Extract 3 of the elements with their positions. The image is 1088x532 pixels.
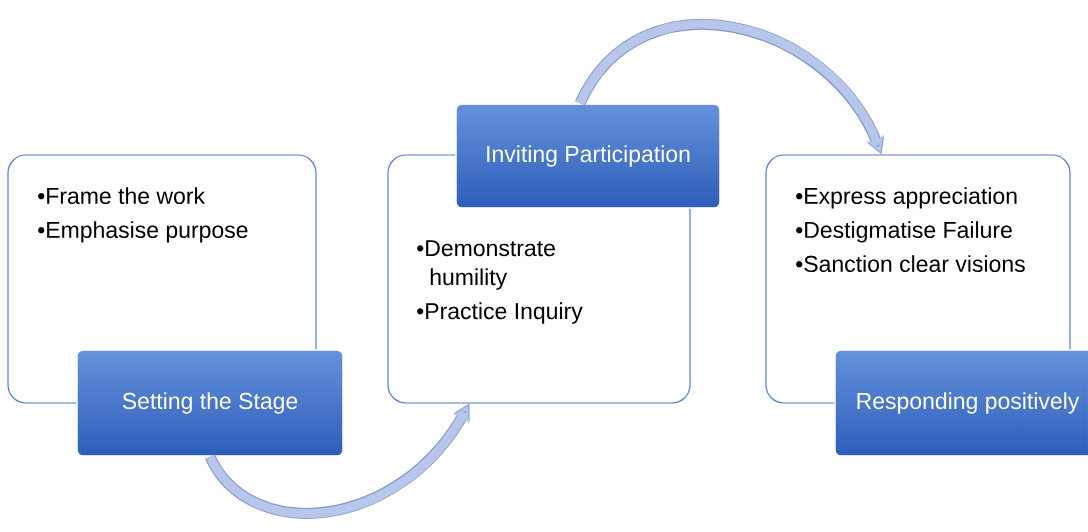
stage-label: Responding positively — [834, 349, 1088, 457]
stage-label: Setting the Stage — [76, 349, 344, 457]
stage-label: Inviting Participation — [455, 103, 721, 209]
